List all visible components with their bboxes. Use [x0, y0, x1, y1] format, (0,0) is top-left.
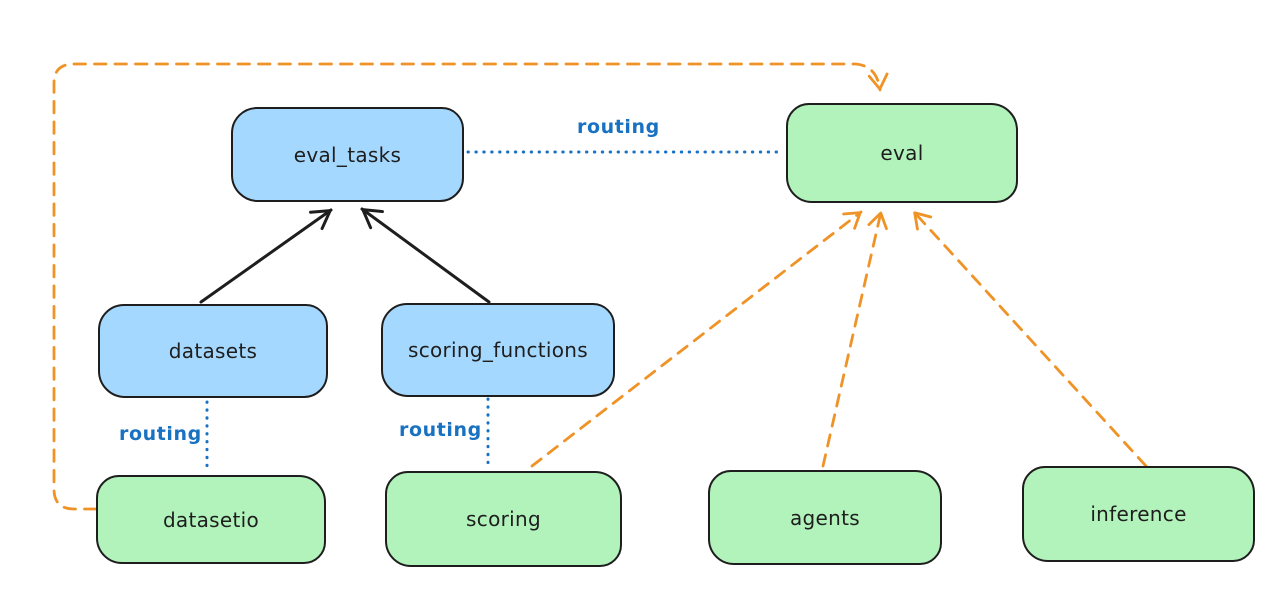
node-scoring: scoring [385, 471, 622, 567]
node-inference-label: inference [1090, 502, 1187, 526]
node-eval: eval [786, 103, 1018, 203]
node-agents-label: agents [790, 505, 860, 530]
node-scoring-functions-label: scoring_functions [407, 338, 589, 362]
node-datasetio: datasetio [96, 475, 326, 564]
node-scoring-label: scoring [466, 507, 541, 531]
node-eval-tasks: eval_tasks [231, 107, 464, 202]
routing-label-datasets-datasetio: routing [119, 423, 202, 445]
node-datasets: datasets [98, 304, 328, 398]
node-datasetio-label: datasetio [162, 507, 260, 532]
node-scoring-functions: scoring_functions [381, 303, 615, 397]
node-eval-tasks-label: eval_tasks [293, 142, 402, 167]
routing-label-scoring-functions-scoring: routing [399, 419, 482, 441]
edge-scoring-functions-to-eval-tasks [360, 207, 491, 304]
edge-datasetio-to-eval-around-top [52, 62, 889, 511]
node-agents: agents [708, 470, 942, 565]
edge-agents-to-eval [821, 210, 888, 468]
node-eval-label: eval [880, 141, 924, 165]
edge-inference-to-eval [912, 210, 1148, 468]
edge-scoring-to-eval [530, 210, 863, 468]
node-datasets-label: datasets [168, 339, 258, 363]
edge-datasets-to-eval-tasks [199, 208, 333, 304]
node-inference: inference [1022, 466, 1255, 562]
routing-label-eval-tasks-eval: routing [577, 116, 660, 138]
